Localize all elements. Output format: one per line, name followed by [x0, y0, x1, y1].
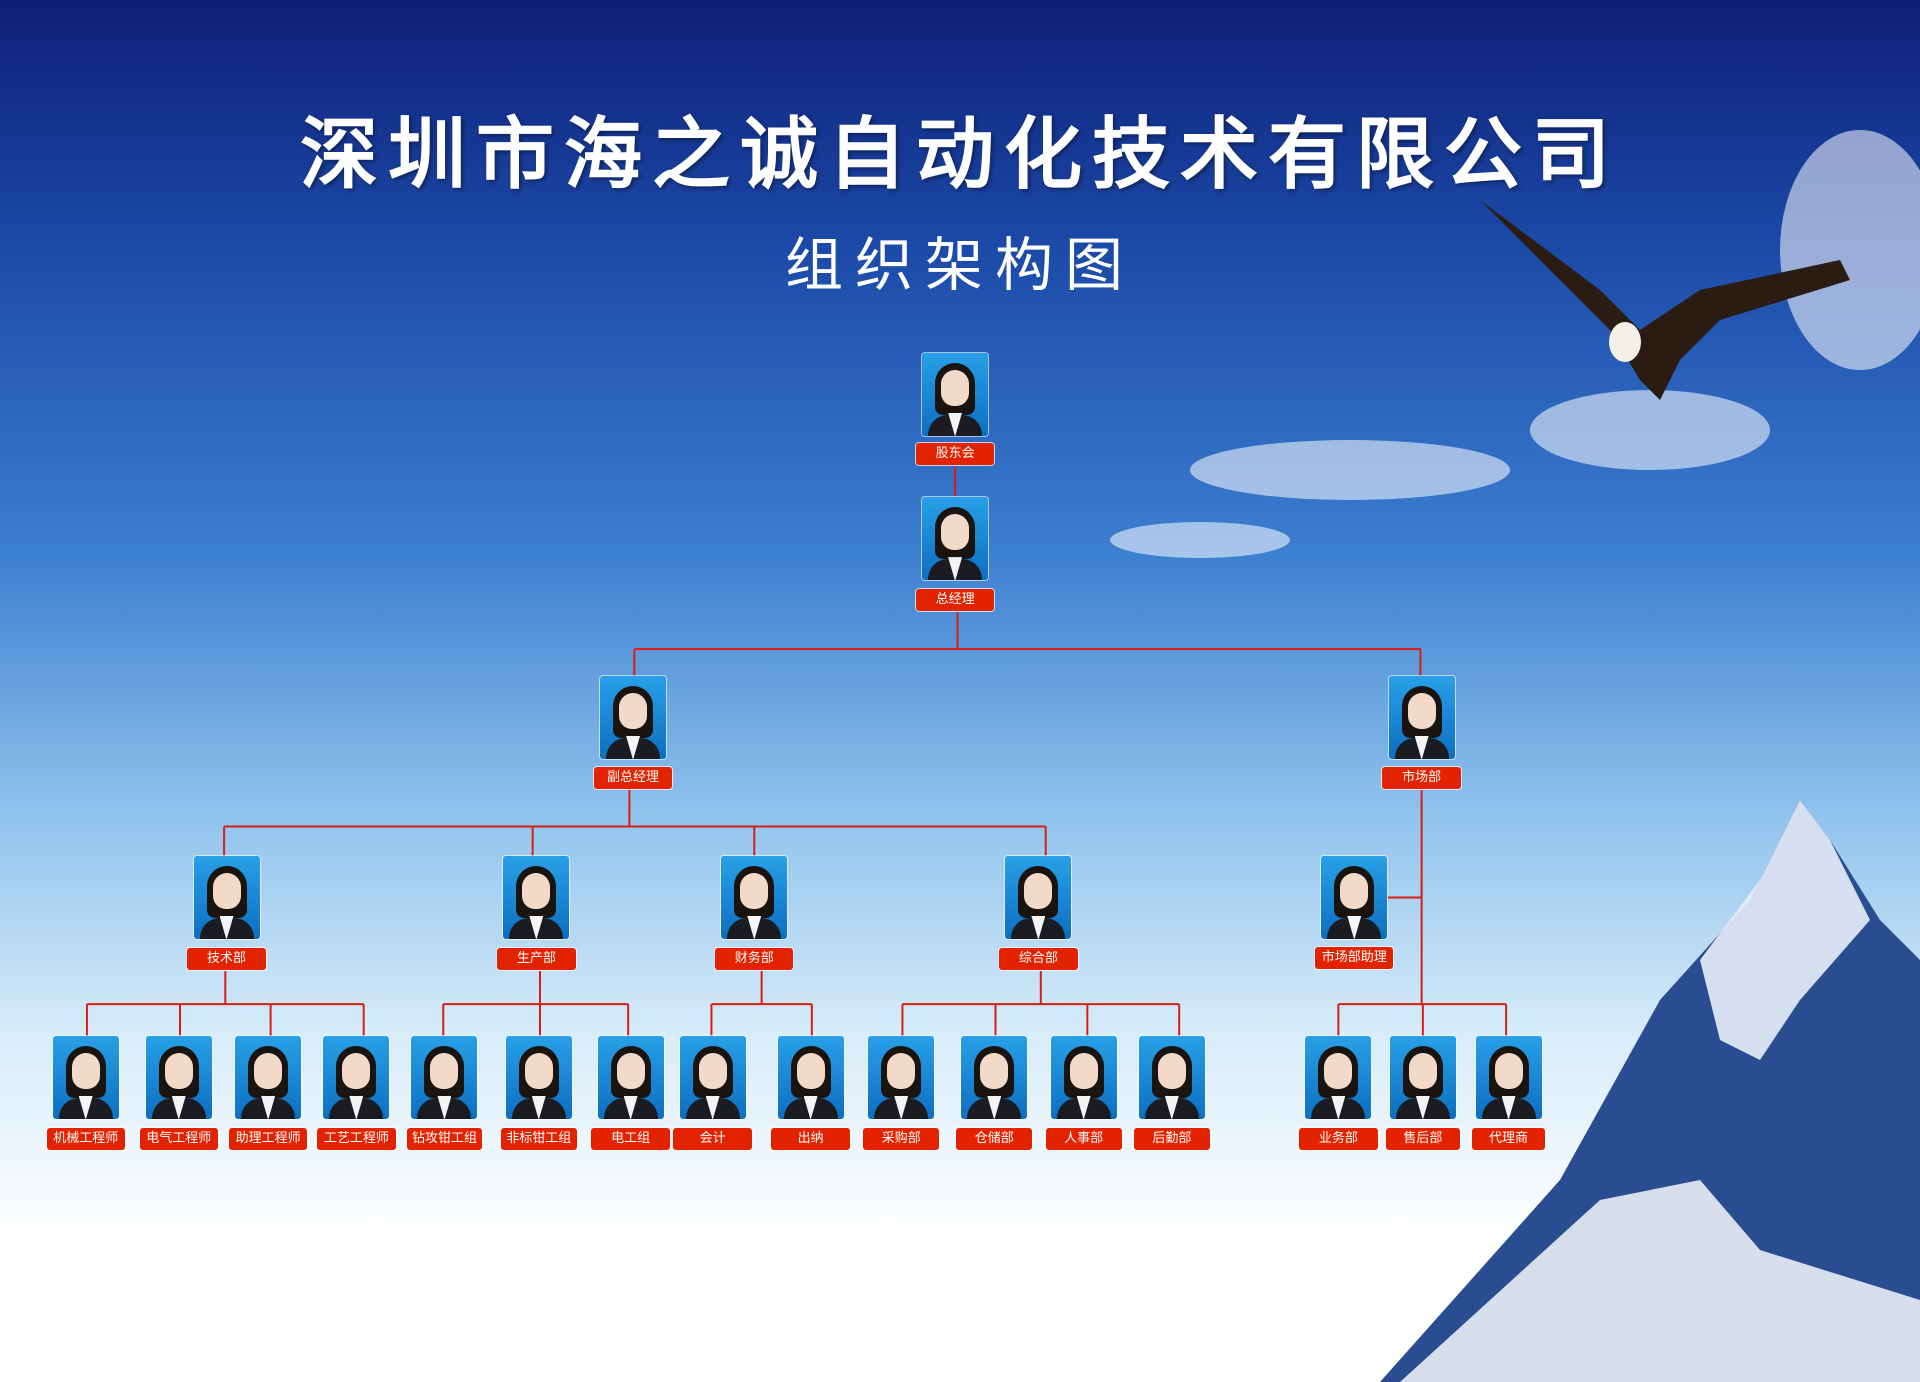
- avatar: [1050, 1035, 1117, 1119]
- node-label: 财务部: [715, 947, 794, 970]
- chart-subtitle: 组织架构图: [784, 231, 1135, 299]
- avatar: [505, 1035, 572, 1119]
- avatar: [235, 1035, 302, 1119]
- node-label: 助理工程师: [228, 1127, 308, 1150]
- node-label: 市场部: [1382, 766, 1461, 789]
- avatar: [1305, 1035, 1372, 1119]
- node-label: 后勤部: [1133, 1127, 1210, 1150]
- company-title: 深圳市海之诚自动化技术有限公司: [299, 110, 1620, 200]
- node-label: 仓储部: [956, 1127, 1033, 1150]
- avatar: [1389, 1035, 1456, 1119]
- node-label: 工艺工程师: [317, 1127, 396, 1150]
- avatar: [1138, 1035, 1205, 1119]
- node-label: 代理商: [1471, 1127, 1546, 1150]
- clouds: [1110, 130, 1920, 558]
- mountain-icon: [1380, 800, 1920, 1382]
- node-label: 出纳: [771, 1127, 850, 1150]
- node-label: 副总经理: [593, 766, 673, 789]
- avatar: [868, 1035, 935, 1119]
- avatar: [1005, 855, 1072, 939]
- eagle-icon: [1480, 200, 1850, 400]
- avatar: [679, 1035, 746, 1119]
- node-label: 钻攻钳工组: [406, 1127, 483, 1150]
- node-label: 生产部: [497, 947, 576, 970]
- avatar: [922, 352, 989, 436]
- avatar: [145, 1035, 212, 1119]
- node-label: 电气工程师: [139, 1127, 218, 1150]
- avatar: [411, 1035, 478, 1119]
- avatar: [193, 855, 260, 939]
- avatar: [600, 675, 667, 759]
- avatar: [323, 1035, 390, 1119]
- avatar: [777, 1035, 844, 1119]
- node-label: 非标钳工组: [500, 1127, 577, 1150]
- node-label: 电工组: [591, 1127, 670, 1150]
- node-label: 业务部: [1299, 1127, 1378, 1150]
- avatar: [1388, 675, 1455, 759]
- avatar: [721, 855, 788, 939]
- avatar: [961, 1035, 1028, 1119]
- avatar: [922, 497, 989, 581]
- node-label: 技术部: [187, 947, 266, 970]
- node-label: 售后部: [1386, 1127, 1460, 1150]
- node-label: 会计: [673, 1127, 752, 1150]
- node-label: 综合部: [999, 947, 1078, 970]
- avatar: [503, 855, 570, 939]
- node-label: 机械工程师: [46, 1127, 125, 1150]
- avatar: [1475, 1035, 1542, 1119]
- avatar: [52, 1035, 119, 1119]
- node-label: 总经理: [915, 588, 995, 611]
- avatar: [1321, 855, 1388, 939]
- node-label: 市场部助理: [1315, 946, 1394, 969]
- avatar: [597, 1035, 664, 1119]
- node-label: 股东会: [915, 443, 995, 466]
- node-label: 人事部: [1045, 1127, 1122, 1150]
- node-label: 采购部: [863, 1127, 940, 1150]
